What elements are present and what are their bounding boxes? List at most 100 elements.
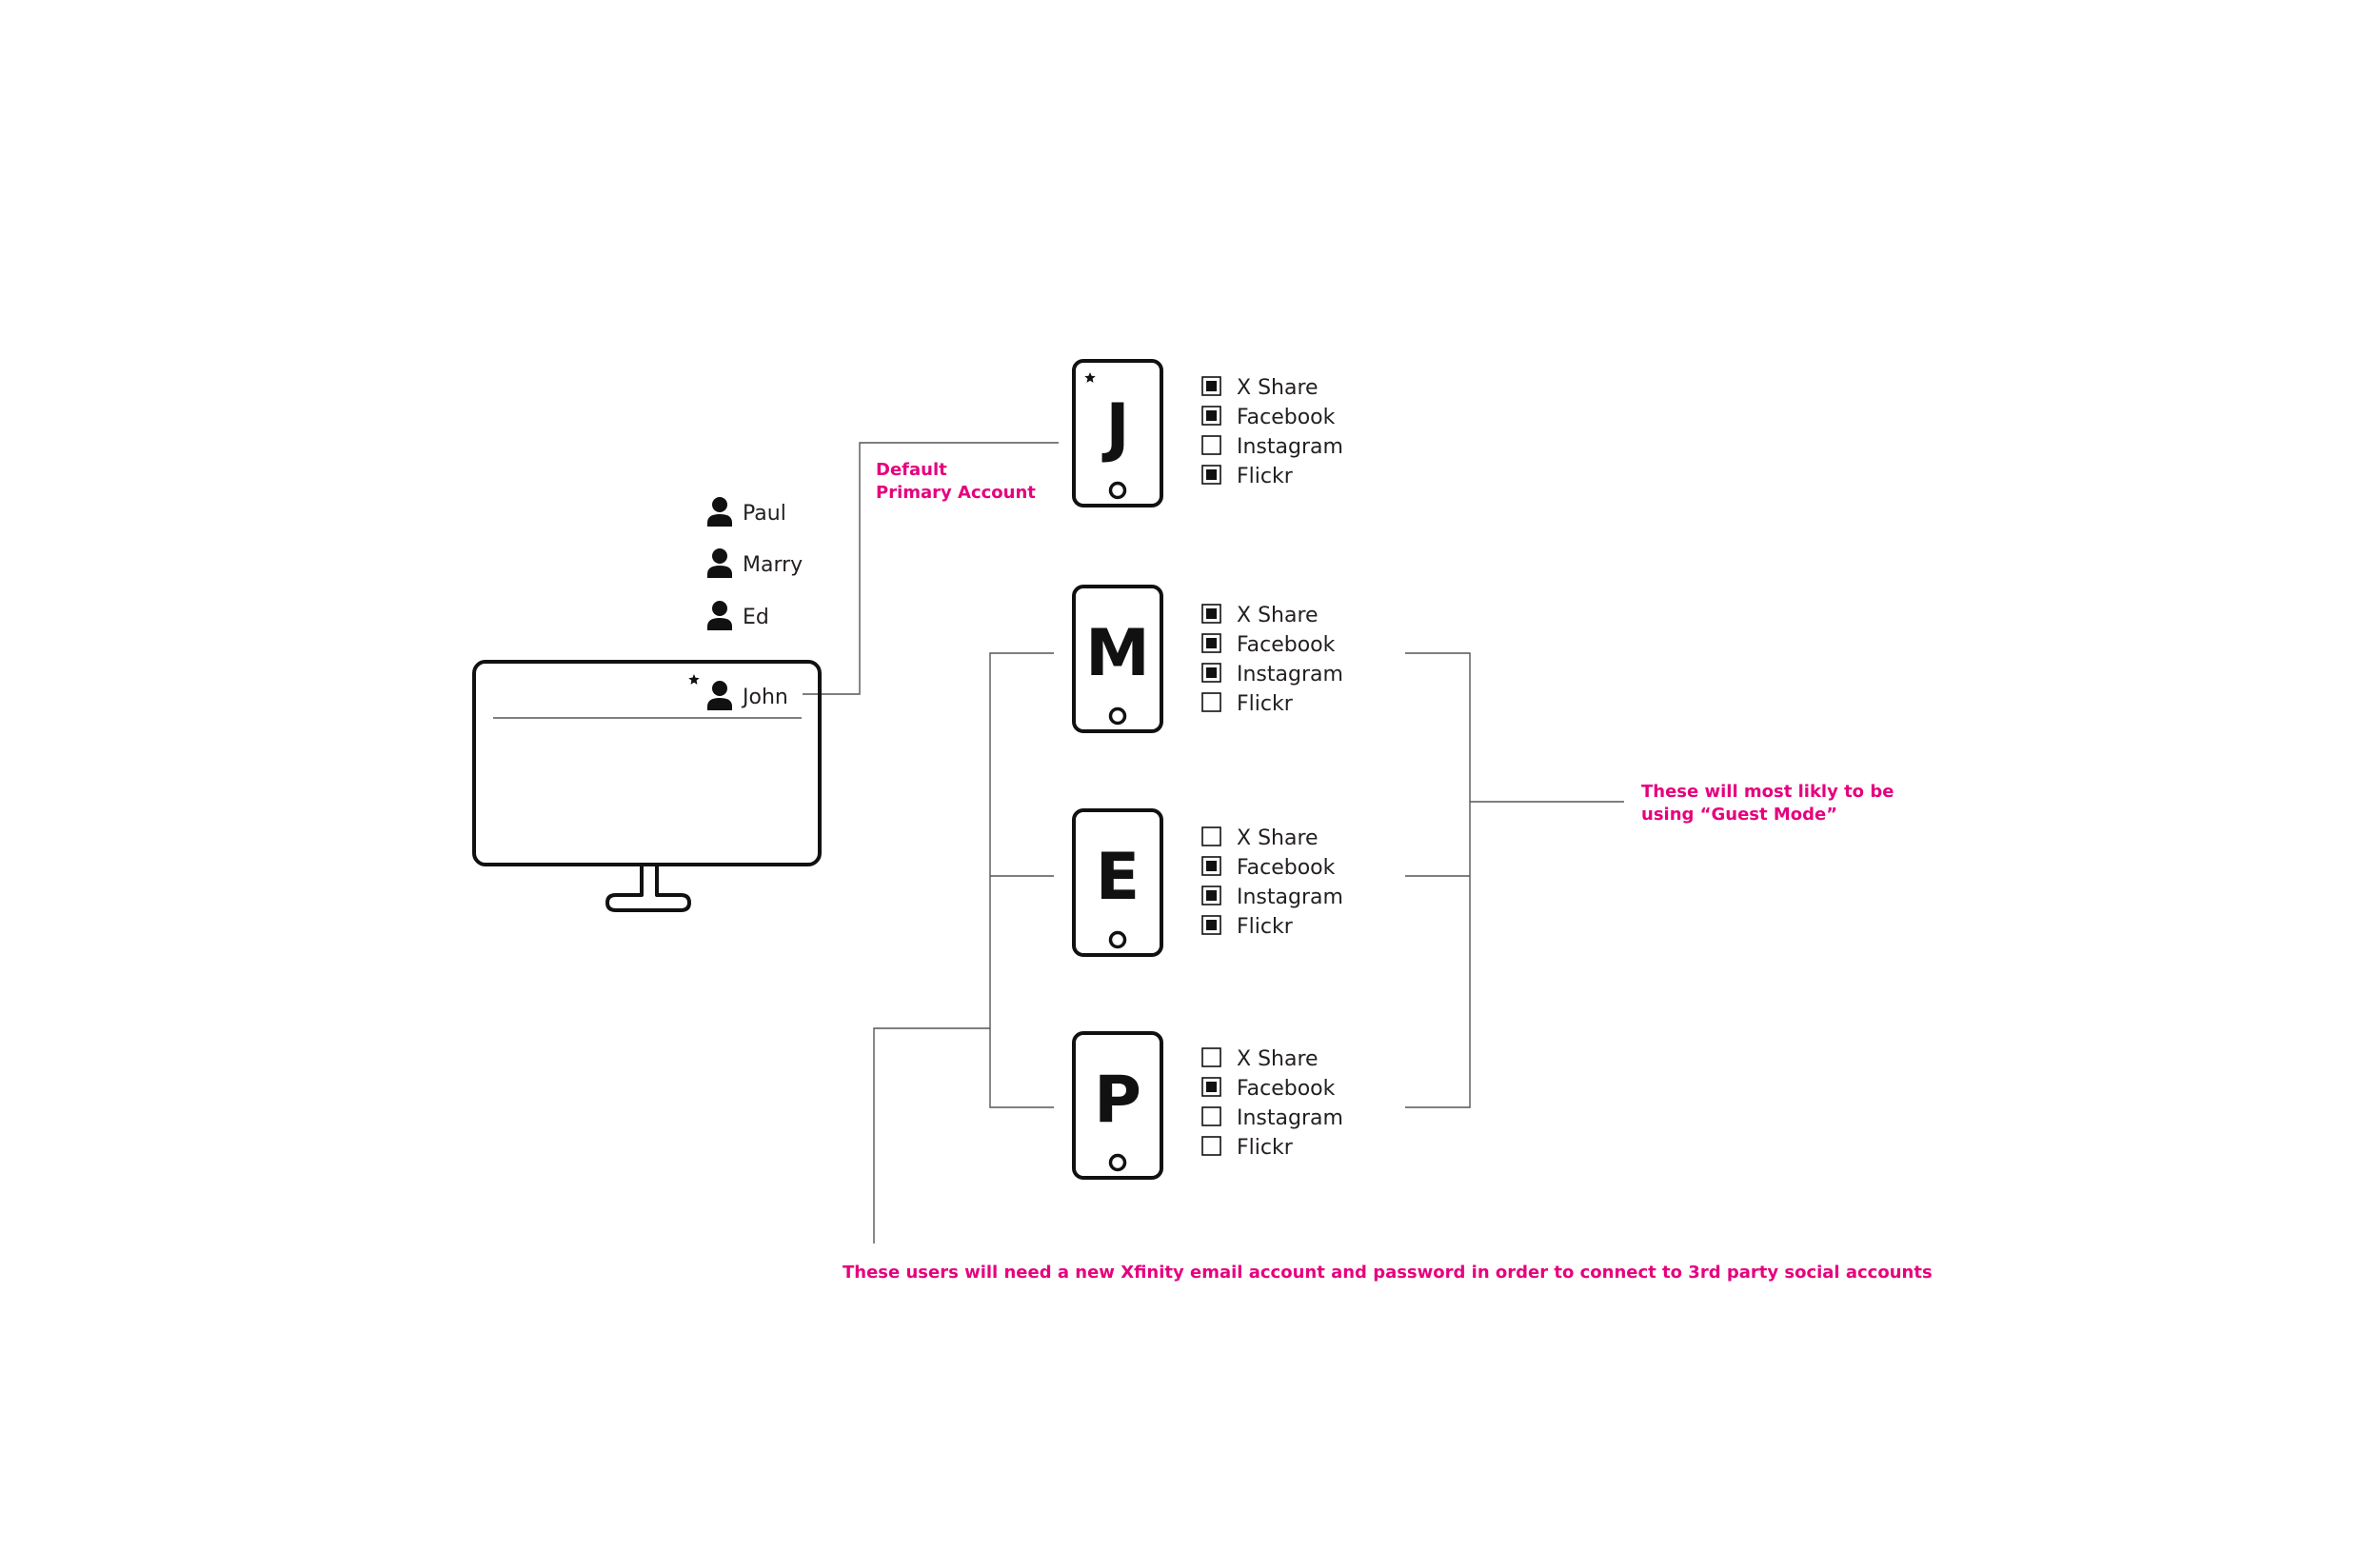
option-x-share[interactable]: X Share	[1201, 1047, 1319, 1071]
option-label: X Share	[1237, 604, 1319, 627]
option-label: Flickr	[1237, 692, 1294, 716]
option-facebook[interactable]: Facebook	[1201, 633, 1336, 657]
phone-letter: J	[1101, 390, 1129, 466]
phone-body	[1072, 1031, 1163, 1180]
check-mark-icon	[1206, 861, 1217, 871]
user-name: Marry	[743, 553, 803, 577]
star-icon	[1084, 372, 1096, 383]
home-button-icon	[1108, 1153, 1127, 1172]
user-paul[interactable]: Paul	[707, 497, 786, 527]
option-flickr[interactable]: Flickr	[1201, 915, 1294, 939]
phone-m[interactable]: M	[1072, 585, 1163, 733]
connector-lines	[803, 442, 1624, 1244]
user-icon	[707, 548, 732, 578]
option-label: Flickr	[1237, 915, 1294, 939]
connector-bracket-right	[1405, 652, 1471, 1108]
option-label: Facebook	[1237, 406, 1336, 429]
phone-letter: P	[1094, 1063, 1141, 1138]
primary-star-icon	[688, 674, 700, 685]
user-icon	[707, 497, 732, 527]
home-button-icon	[1108, 481, 1127, 500]
option-x-share[interactable]: X Share	[1201, 826, 1319, 850]
phone-body	[1072, 808, 1163, 957]
connector-bottom-note	[873, 1027, 990, 1244]
user-icon	[707, 601, 732, 630]
user-john[interactable]: John	[688, 674, 788, 710]
tv-screen	[472, 660, 822, 866]
check-mark-icon	[1206, 920, 1217, 930]
checkbox-unchecked[interactable]	[1201, 692, 1221, 712]
user-name: Ed	[743, 606, 769, 629]
option-instagram[interactable]: Instagram	[1201, 663, 1343, 686]
option-label: X Share	[1237, 826, 1319, 850]
option-flickr[interactable]: Flickr	[1201, 692, 1294, 716]
home-button-icon	[1108, 930, 1127, 949]
check-mark-icon	[1206, 1082, 1217, 1092]
option-flickr[interactable]: Flickr	[1201, 1136, 1294, 1160]
checkbox-unchecked[interactable]	[1201, 1136, 1221, 1156]
primary-note-line1: Default	[876, 460, 947, 480]
tv-monitor	[472, 660, 822, 912]
option-label: Instagram	[1237, 435, 1343, 459]
home-button-icon	[1108, 706, 1127, 726]
primary-note-line2: Primary Account	[876, 483, 1036, 503]
phone-letter: E	[1096, 840, 1140, 915]
option-facebook[interactable]: Facebook	[1201, 856, 1336, 880]
user-ed[interactable]: Ed	[707, 601, 769, 630]
user-marry[interactable]: Marry	[707, 548, 803, 578]
phone-p[interactable]: P	[1072, 1031, 1163, 1180]
option-label: X Share	[1237, 376, 1319, 400]
phone-body	[1072, 585, 1163, 733]
check-mark-icon	[1206, 608, 1217, 619]
check-mark-icon	[1206, 381, 1217, 391]
option-instagram[interactable]: Instagram	[1201, 1106, 1343, 1130]
user-name: John	[741, 686, 788, 709]
option-label: Flickr	[1237, 1136, 1294, 1160]
check-mark-icon	[1206, 638, 1217, 648]
phone-body	[1072, 359, 1163, 507]
check-mark-icon	[1206, 469, 1217, 480]
connector-primary	[803, 442, 1059, 695]
option-label: Flickr	[1237, 465, 1294, 488]
check-mark-icon	[1206, 410, 1217, 421]
option-label: Facebook	[1237, 633, 1336, 657]
checkbox-unchecked[interactable]	[1201, 435, 1221, 455]
connector-bracket-left	[989, 652, 1054, 1108]
user-icon	[707, 681, 732, 710]
option-label: Facebook	[1237, 856, 1336, 880]
option-label: X Share	[1237, 1047, 1319, 1071]
checkbox-unchecked[interactable]	[1201, 826, 1221, 846]
option-label: Facebook	[1237, 1077, 1336, 1101]
option-facebook[interactable]: Facebook	[1201, 1077, 1336, 1101]
phone-j[interactable]: J	[1072, 359, 1163, 507]
guest-note-line2: using “Guest Mode”	[1641, 805, 1837, 825]
option-label: Instagram	[1237, 1106, 1343, 1130]
option-instagram[interactable]: Instagram	[1201, 885, 1343, 909]
option-flickr[interactable]: Flickr	[1201, 465, 1294, 488]
guest-note-line1: These will most likly to be	[1641, 782, 1894, 802]
check-mark-icon	[1206, 890, 1217, 901]
tv-stand	[605, 865, 691, 912]
user-name: Paul	[743, 502, 786, 526]
checkbox-unchecked[interactable]	[1201, 1047, 1221, 1067]
option-label: Instagram	[1237, 663, 1343, 686]
option-instagram[interactable]: Instagram	[1201, 435, 1343, 459]
annotations: Default Primary Account These will most …	[843, 460, 1933, 1283]
phone-devices: J M E P	[1072, 359, 1163, 1180]
option-x-share[interactable]: X Share	[1201, 376, 1319, 400]
phone-letter: M	[1085, 616, 1150, 691]
option-facebook[interactable]: Facebook	[1201, 406, 1336, 429]
option-x-share[interactable]: X Share	[1201, 604, 1319, 627]
option-label: Instagram	[1237, 885, 1343, 909]
checkbox-unchecked[interactable]	[1201, 1106, 1221, 1126]
bottom-note: These users will need a new Xfinity emai…	[843, 1263, 1933, 1283]
check-mark-icon	[1206, 667, 1217, 678]
phone-e[interactable]: E	[1072, 808, 1163, 957]
